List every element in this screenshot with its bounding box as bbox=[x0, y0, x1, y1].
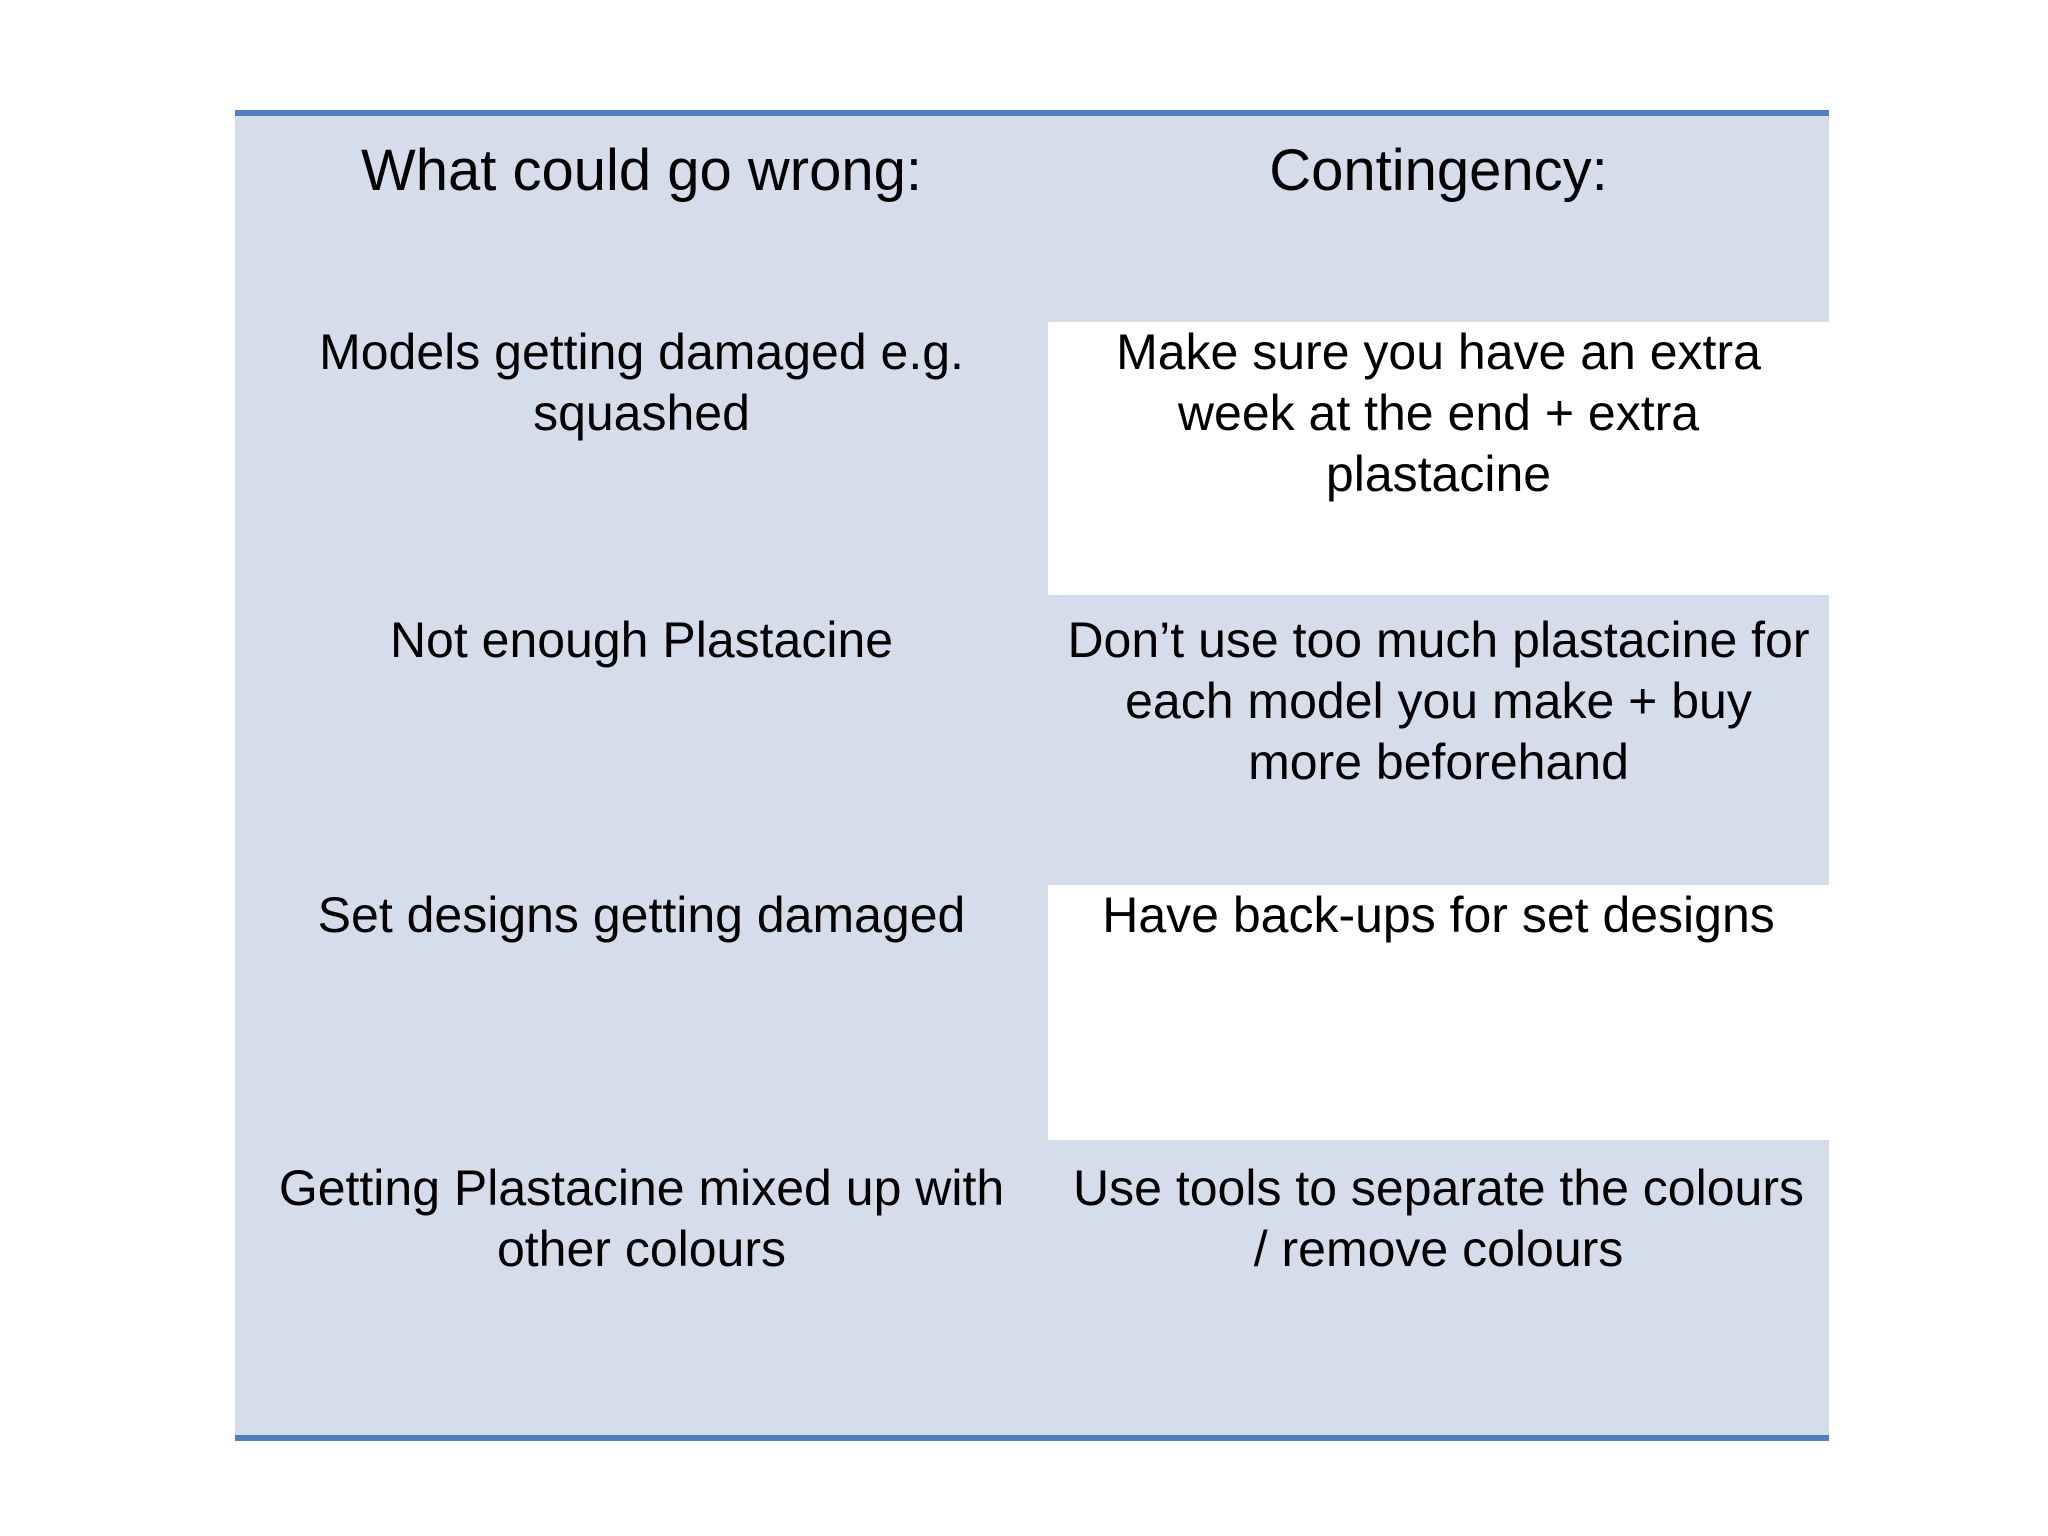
risk-cell-row-2: Not enough Plastacine bbox=[389, 612, 894, 668]
highlight-cell-row-1 bbox=[1048, 322, 1829, 595]
risk-cell-row-1: Models getting damaged e.g. squashed bbox=[319, 324, 964, 441]
highlight-cell-row-3 bbox=[1048, 885, 1829, 1140]
risk-cell-row-3: Set designs getting damaged bbox=[317, 887, 966, 943]
header-contingency: Contingency: bbox=[1269, 138, 1608, 203]
contingency-cell-row-2: Don’t use too much plastacine for each m… bbox=[1067, 612, 1810, 790]
contingency-cell-row-4: Use tools to separate the colours / remo… bbox=[1073, 1160, 1804, 1277]
risk-contingency-table: What could go wrong: Contingency: Models… bbox=[235, 110, 1829, 1441]
contingency-cell-row-3: Have back-ups for set designs bbox=[1102, 887, 1775, 943]
risk-cell-row-4: Getting Plastacine mixed up with other c… bbox=[278, 1160, 1005, 1277]
table-body: What could go wrong: Contingency: Models… bbox=[235, 116, 1829, 1435]
header-what-could-go-wrong: What could go wrong: bbox=[361, 138, 922, 203]
table-header-row: What could go wrong: Contingency: bbox=[235, 116, 1829, 328]
contingency-cell-row-1: Make sure you have an extra week at the … bbox=[1116, 324, 1761, 502]
